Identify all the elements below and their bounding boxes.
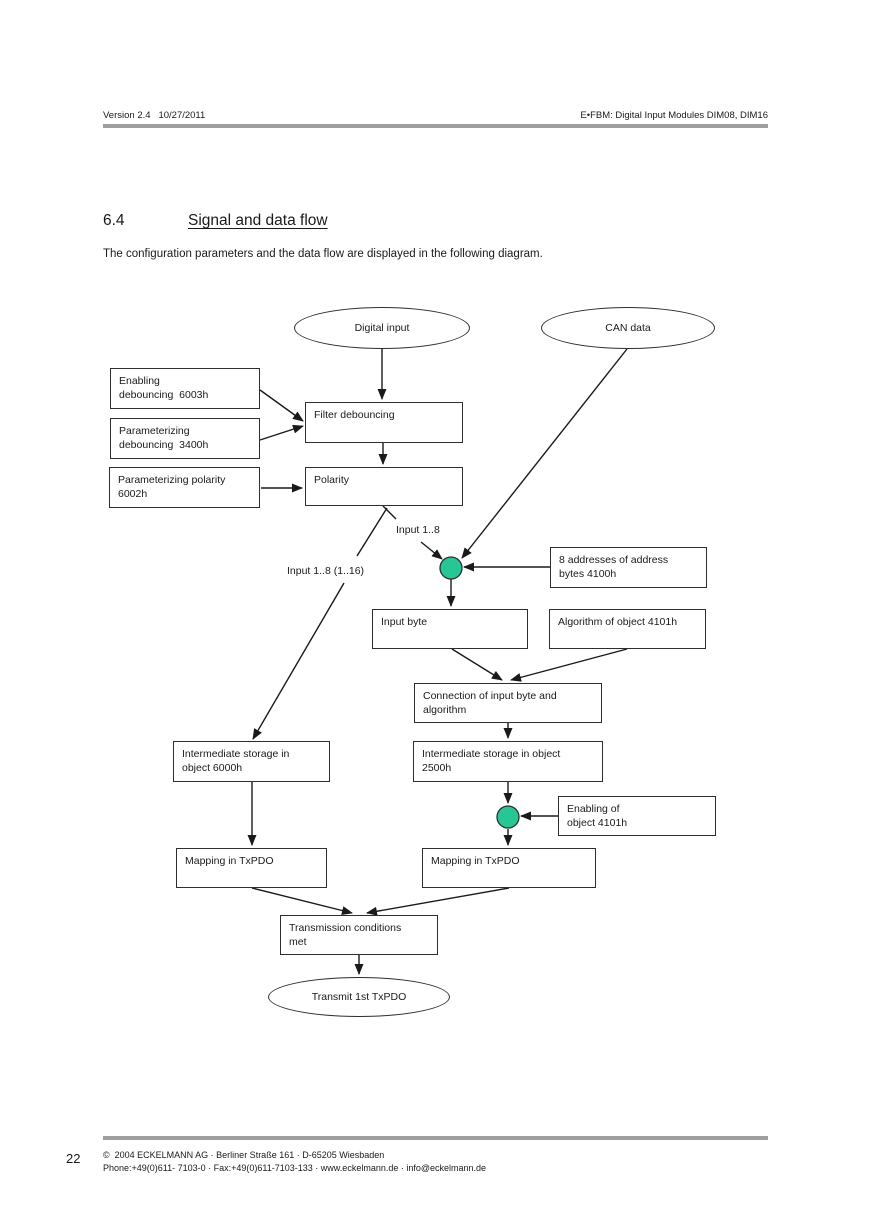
junction-node-inputs xyxy=(439,556,463,580)
footer-contact: Phone:+49(0)611- 7103-0 · Fax:+49(0)611-… xyxy=(103,1163,487,1173)
arrow-enabling-debouncing-to-filter xyxy=(259,389,304,422)
arrow-input8-to-node xyxy=(420,541,443,560)
line-polarity-to-label xyxy=(356,507,388,557)
arrow-mapping-left-to-transmission xyxy=(251,887,353,915)
footer-copyright: © 2004 ECKELMANN AG · Berliner Straße 16… xyxy=(103,1150,385,1160)
arrow-can-data-to-node xyxy=(461,348,628,559)
arrow-input-byte-to-connection xyxy=(451,648,503,681)
box-parameterizing-debouncing: Parameterizing debouncing 3400h xyxy=(110,418,260,459)
box-connection-input-algorithm: Connection of input byte and algorithm xyxy=(414,683,602,723)
ellipse-digital-input-label: Digital input xyxy=(354,322,410,334)
box-polarity: Polarity xyxy=(305,467,463,506)
ellipse-transmit-txpdo: Transmit 1st TxPDO xyxy=(268,977,450,1017)
header-doc-title: E•FBM: Digital Input Modules DIM08, DIM1… xyxy=(580,110,768,121)
footer-rule xyxy=(103,1136,768,1140)
box-intermediate-storage-2500h: Intermediate storage in object 2500h xyxy=(413,741,603,782)
box-intermediate-storage-6000h: Intermediate storage in object 6000h xyxy=(173,741,330,782)
ellipse-can-data: CAN data xyxy=(541,307,715,349)
box-parameterizing-polarity: Parameterizing polarity 6002h xyxy=(109,467,260,508)
section-number: 6.4 xyxy=(103,212,125,229)
box-input-byte: Input byte xyxy=(372,609,528,649)
box-transmission-conditions: Transmission conditions met xyxy=(280,915,438,955)
box-mapping-txpdo-right: Mapping in TxPDO xyxy=(422,848,596,888)
label-input-1-8-1-16: Input 1..8 (1..16) xyxy=(287,565,365,577)
line-polarity-stub xyxy=(382,505,397,520)
box-filter-debouncing: Filter debouncing xyxy=(305,402,463,443)
box-address-bytes: 8 addresses of address bytes 4100h xyxy=(550,547,707,588)
arrow-label-to-interm6000 xyxy=(252,582,345,740)
box-enabling-object-4101h: Enabling of object 4101h xyxy=(558,796,716,836)
arrow-algorithm-to-connection xyxy=(510,648,628,682)
ellipse-transmit-txpdo-label: Transmit 1st TxPDO xyxy=(311,991,407,1003)
arrow-param-debouncing-to-filter xyxy=(259,424,304,441)
ellipse-digital-input: Digital input xyxy=(294,307,470,349)
page-number: 22 xyxy=(66,1151,81,1166)
section-title: Signal and data flow xyxy=(188,212,328,229)
ellipse-can-data-label: CAN data xyxy=(605,322,651,334)
header-rule xyxy=(103,124,768,128)
box-algorithm-object: Algorithm of object 4101h xyxy=(549,609,706,649)
intro-paragraph: The configuration parameters and the dat… xyxy=(103,248,543,260)
junction-node-enable xyxy=(496,805,520,829)
header-version: Version 2.4 10/27/2011 xyxy=(103,110,206,121)
label-input-1-8: Input 1..8 xyxy=(396,524,440,536)
box-enabling-debouncing: Enabling debouncing 6003h xyxy=(110,368,260,409)
arrow-mapping-right-to-transmission xyxy=(366,887,510,916)
box-mapping-txpdo-left: Mapping in TxPDO xyxy=(176,848,327,888)
